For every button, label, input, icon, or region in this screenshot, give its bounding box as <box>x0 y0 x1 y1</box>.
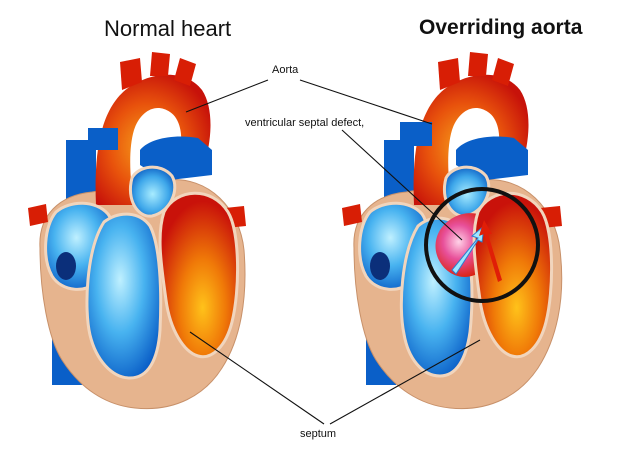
normal-left-atrium <box>129 165 177 218</box>
normal-left-ventricle <box>158 191 240 359</box>
override-aorta-branch-3 <box>492 58 514 86</box>
override-dark-accent <box>370 252 390 280</box>
normal-aorta-branch-2 <box>150 52 170 76</box>
leader-lines <box>185 79 481 425</box>
normal-dark-accent <box>56 252 76 280</box>
override-left-ventricle <box>472 191 554 359</box>
normal-aorta <box>95 74 211 205</box>
normal-heart-title: Normal heart <box>104 16 232 41</box>
override-pulmonary-vein <box>342 204 362 226</box>
septum-label: septum <box>300 428 337 440</box>
overriding-aorta-title: Overriding aorta <box>419 16 583 39</box>
septum-leader-left <box>189 331 325 425</box>
aorta-leader-left <box>185 79 269 113</box>
override-aorta-branch-1 <box>438 58 460 90</box>
defect-highlight-circle <box>424 187 540 303</box>
normal-pulmonary-vein <box>28 204 48 226</box>
normal-pulmonary-branch <box>88 128 118 150</box>
vsd-label: ventricular septal defect, <box>245 117 365 129</box>
override-red-flow-arrow <box>479 220 502 282</box>
aorta-leader-right <box>299 79 433 125</box>
override-aorta-branch-2 <box>468 52 488 76</box>
normal-aorta-branch-3 <box>174 58 196 86</box>
aorta-label: Aorta <box>272 64 299 76</box>
normal-heart <box>28 52 246 410</box>
septum-leader-right <box>329 339 481 425</box>
vsd-leader <box>341 129 463 241</box>
override-aorta <box>413 74 529 205</box>
override-pulmonary-branch <box>400 122 432 146</box>
normal-right-ventricle <box>85 212 163 380</box>
normal-aorta-branch-1 <box>120 58 142 90</box>
